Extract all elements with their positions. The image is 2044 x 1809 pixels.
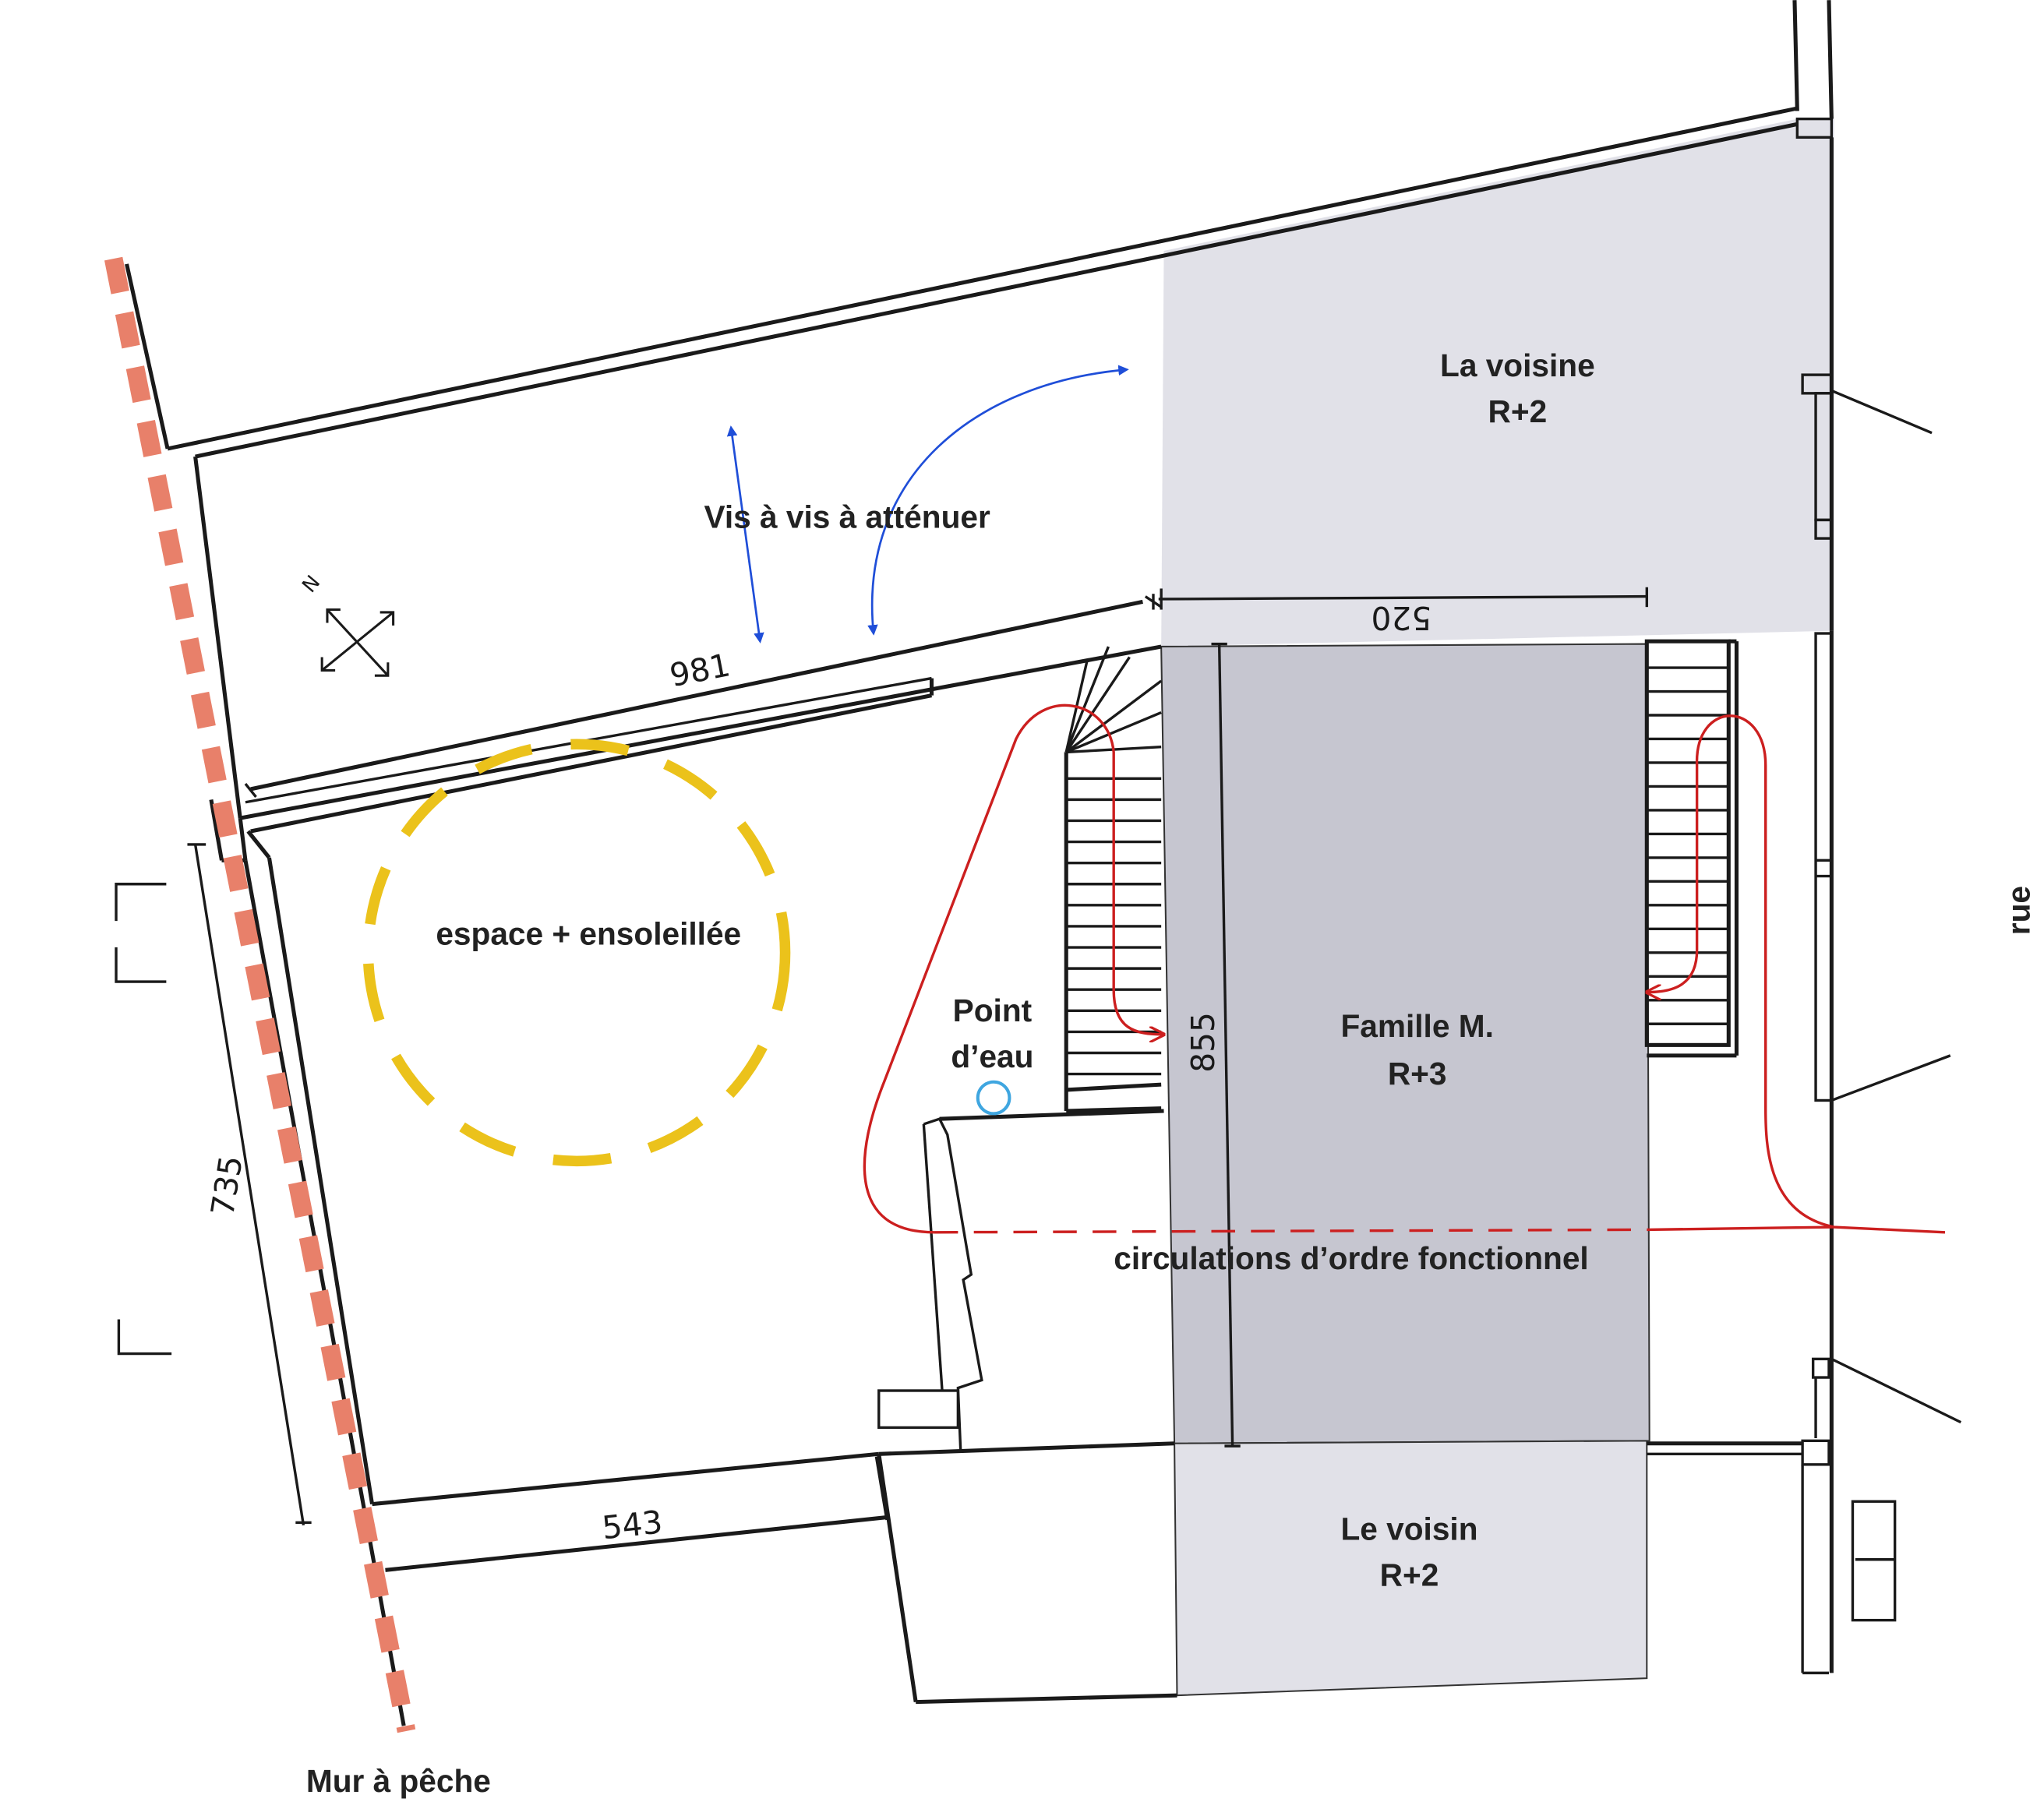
view-arrow-vertical (726, 425, 764, 644)
street-facade (1647, 630, 1962, 1675)
dimension-735: 735 (203, 1153, 250, 1218)
family-building (1160, 643, 1650, 1444)
dimension-520-line (1158, 587, 1648, 610)
water-point-icon (976, 1080, 1011, 1116)
sunny-space-label: espace + ensoleillée (436, 916, 741, 952)
inner-walls (372, 1109, 1177, 1705)
middle-wall (239, 594, 1163, 834)
neighbour-bottom-name: Le voisin (1340, 1511, 1477, 1546)
water-point-label-2: d’eau (951, 1038, 1033, 1074)
neighbour-bottom-building (1174, 1440, 1648, 1697)
water-point-label-1: Point (953, 993, 1033, 1028)
circulation-left-loop (863, 704, 1163, 1234)
dimension-855: 855 (1184, 1012, 1222, 1073)
left-stair (1064, 646, 1163, 1113)
circulation-right-solid (1647, 1225, 1834, 1232)
top-boundary-wall (167, 0, 1933, 631)
right-stair (1644, 639, 1739, 1058)
street-label: rue (2000, 886, 2036, 935)
view-arrow-curved (867, 365, 1129, 636)
dimension-543: 543 (600, 1503, 664, 1546)
circulation-dashed-line (934, 1228, 1647, 1234)
neighbour-top-building (1161, 118, 1834, 647)
dimension-520: 520 (1371, 599, 1432, 636)
family-name: Famille M. (1340, 1008, 1493, 1044)
north-arrow-icon (320, 608, 395, 677)
vis-a-vis-label: Vis à vis à atténuer (704, 499, 990, 535)
dimension-855-line (1217, 644, 1234, 1447)
neighbour-top-level: R+2 (1488, 393, 1548, 429)
north-label: N (297, 570, 324, 597)
circulation-right-loop (1647, 714, 1946, 1234)
peach-wall-line (104, 256, 416, 1733)
circulations-label: circulations d’ordre fonctionnel (1114, 1240, 1588, 1276)
neighbour-bottom-level: R+2 (1380, 1557, 1439, 1593)
sunny-space-circle (362, 739, 791, 1167)
section-marks (115, 883, 172, 1356)
wall-label: Mur à pêche (306, 1763, 491, 1799)
dimension-981: 981 (667, 646, 733, 694)
neighbour-top-name: La voisine (1440, 347, 1595, 383)
family-level: R+3 (1388, 1056, 1447, 1091)
